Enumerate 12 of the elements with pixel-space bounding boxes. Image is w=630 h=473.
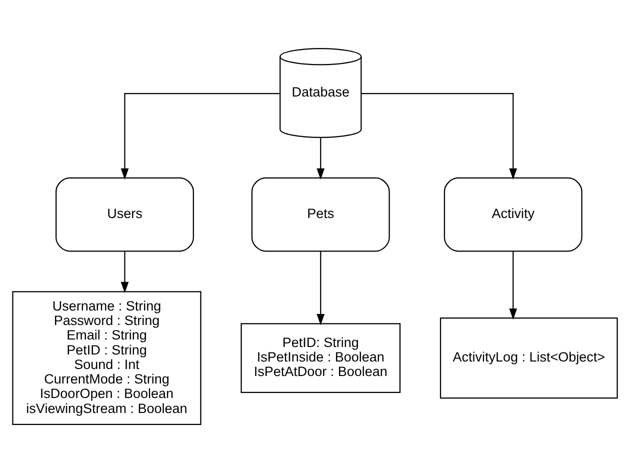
arrow: [120, 251, 129, 294]
arrow: [120, 92, 280, 180]
node-box: PetID: String IsPetInside : Boolean IsPetAtDoor : Boolean: [240, 323, 401, 393]
arrow: [316, 251, 325, 326]
node-box: Pets: [251, 177, 390, 252]
arrow: [509, 251, 518, 320]
node-box: Activity: [444, 177, 582, 252]
arrow: [316, 138, 325, 180]
node-box: Users: [56, 177, 194, 252]
node-box: ActivityLog : List<Object>: [440, 318, 618, 399]
node-box: Username : String Password : String Email : String PetID : String Sound : Int CurrentMode : String IsDoorOpen : Boolean isViewingStream : Boolean: [12, 291, 202, 426]
arrow: [361, 92, 518, 180]
